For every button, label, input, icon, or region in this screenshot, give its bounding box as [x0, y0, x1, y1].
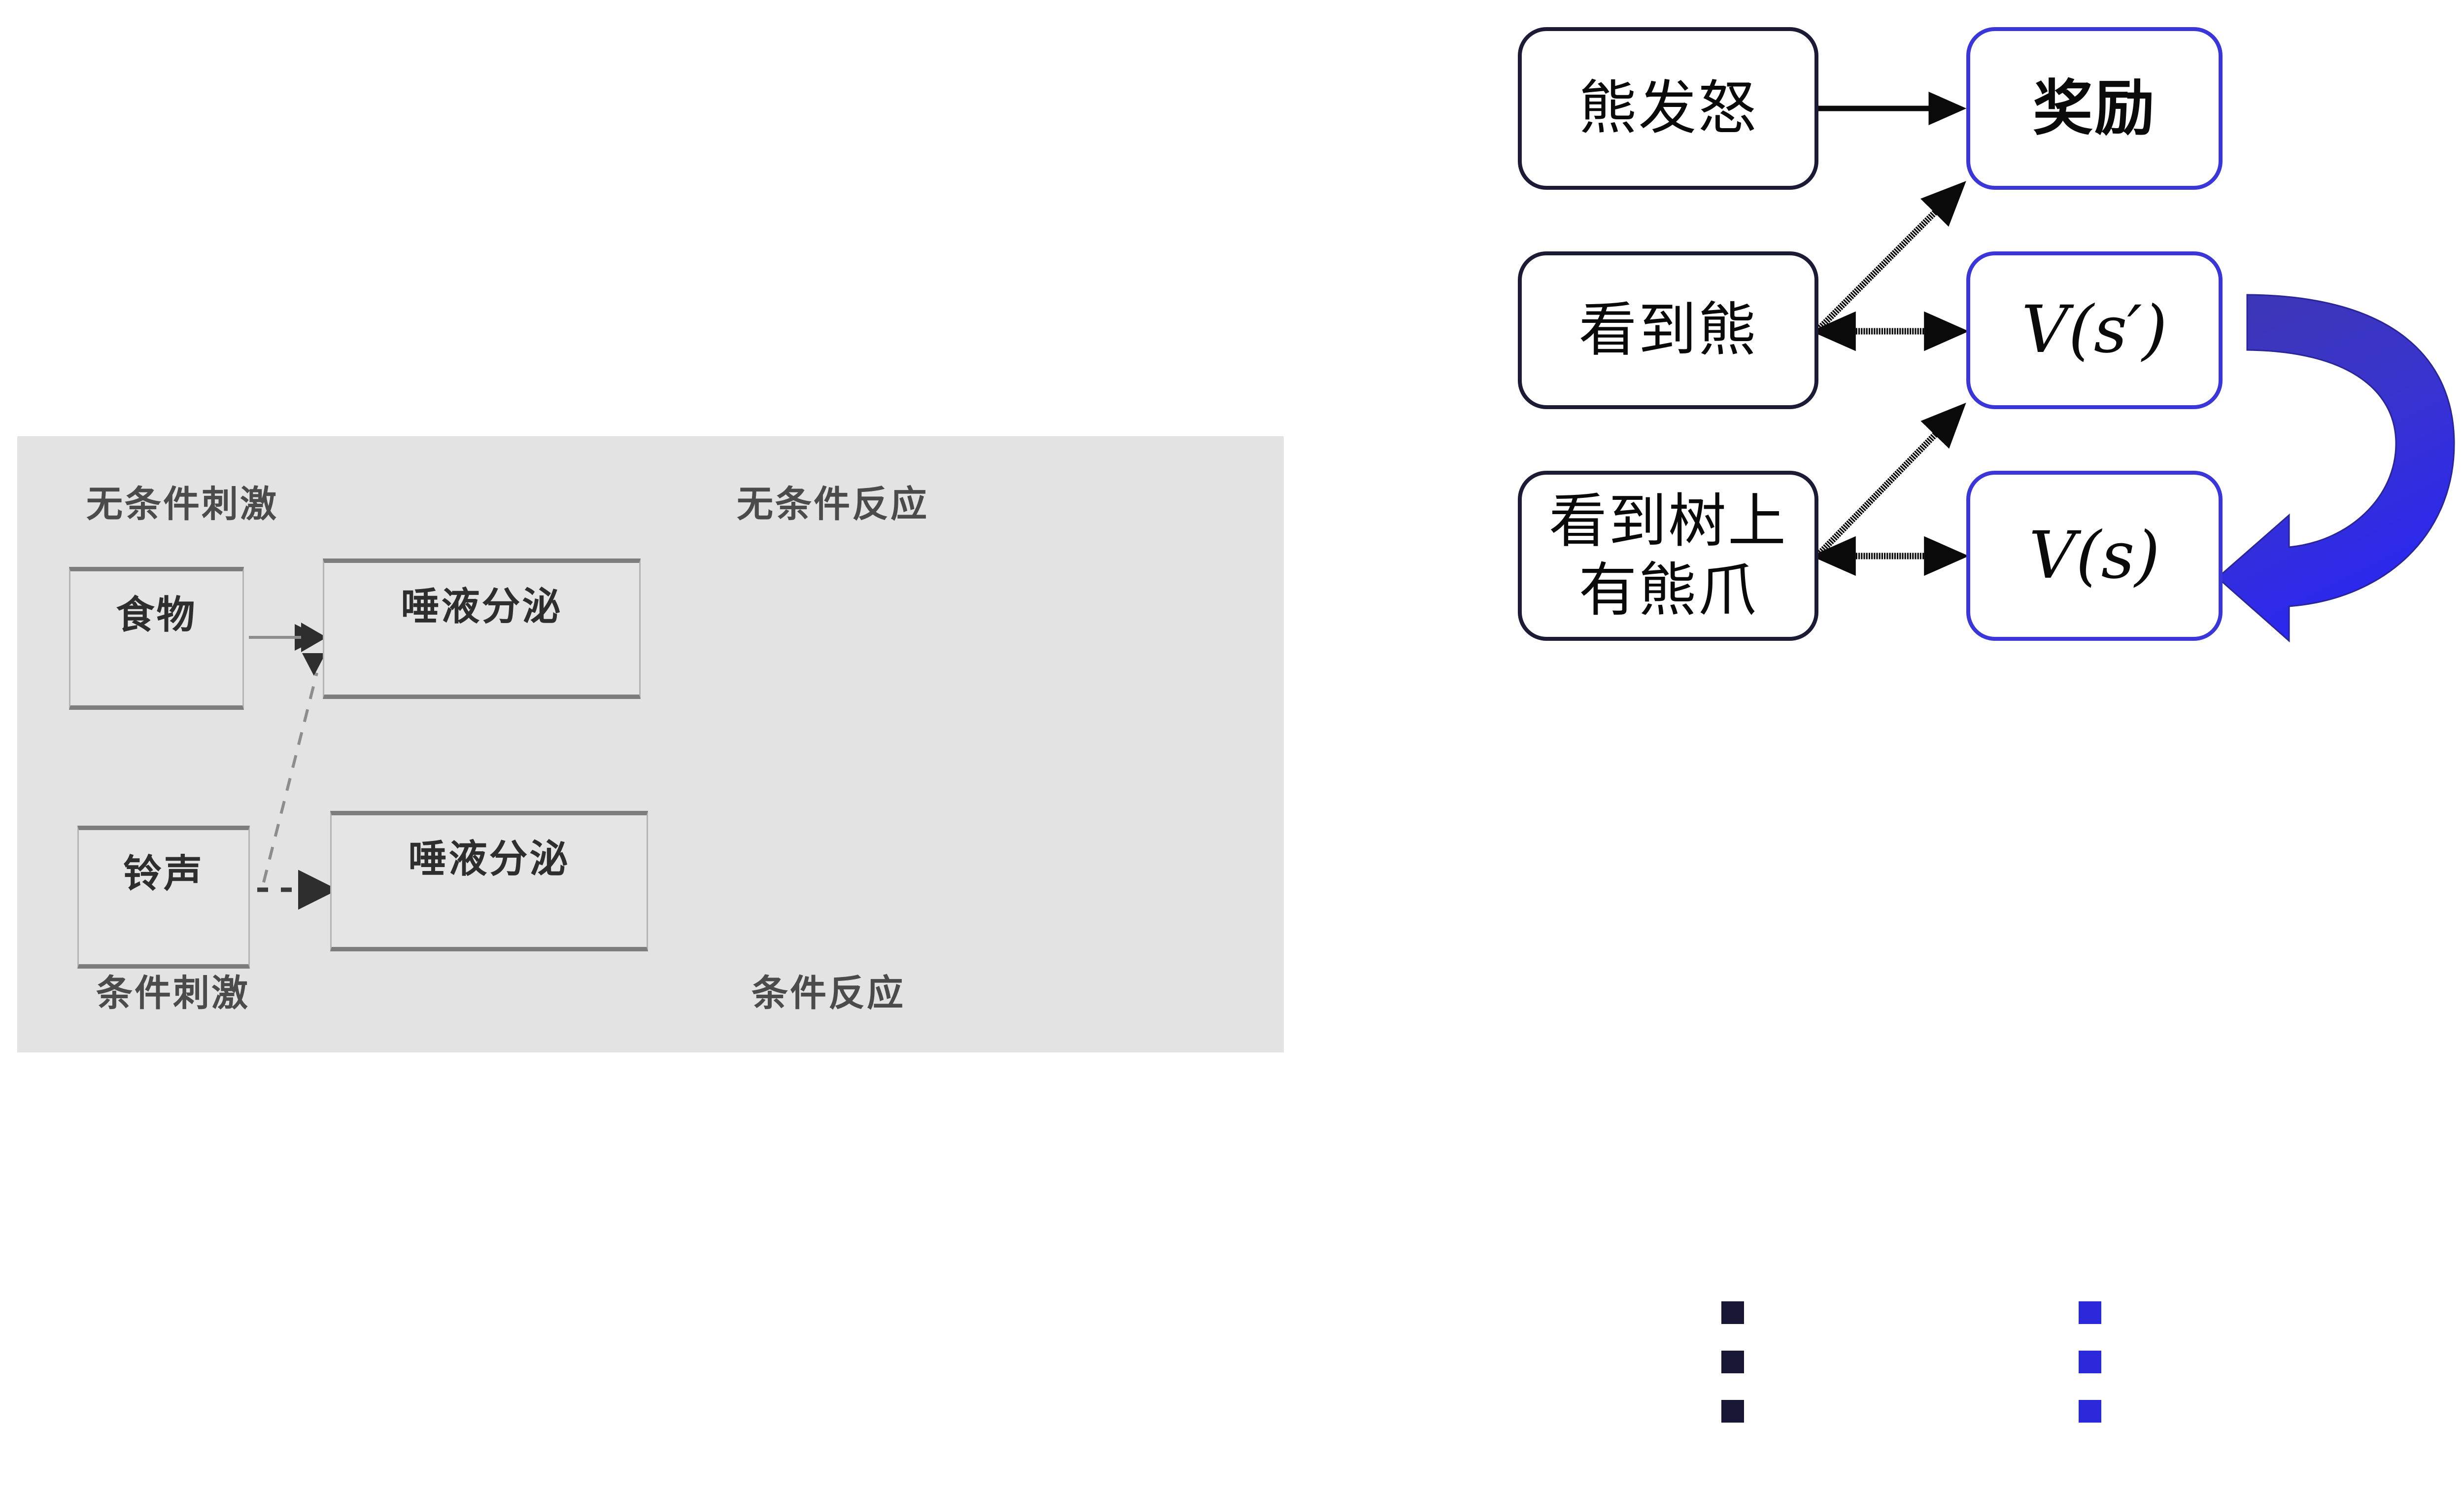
pavlov-caption-conditioned-stimulus: 条件刺激	[96, 972, 250, 1014]
pavlov-caption-unconditioned-stimulus: 无条件刺激	[86, 483, 278, 525]
td-box-v-s-prime-label: V(s′)	[2021, 292, 2168, 368]
td-box-reward-label: 奖励	[2033, 72, 2156, 144]
td-box-bear-claw-label-line2: 有熊爪	[1578, 556, 1758, 624]
pavlov-edges-svg	[249, 623, 338, 910]
pavlov-arrowhead-down	[302, 653, 326, 676]
ellipsis-dots-source-column	[1721, 1301, 1744, 1449]
pavlov-box-bell: 铃声	[77, 826, 250, 969]
td-box-bear-claw-label: 看到树上 有熊爪	[1549, 487, 1787, 624]
td-box-bear-angry[interactable]: 熊发怒	[1518, 27, 1818, 190]
ellipsis-dot	[2079, 1400, 2101, 1423]
pavlov-arrowhead-right-bottom	[308, 875, 334, 905]
pavlov-conditioning-panel: 无条件刺激 无条件反应 条件刺激 条件反应 食物 铃声 唾液分泌 唾液分泌	[17, 436, 1284, 1052]
bootstrap-loop-arrow-icon	[2216, 294, 2455, 643]
pavlov-box-food: 食物	[69, 567, 244, 710]
td-box-see-bear[interactable]: 看到熊	[1518, 251, 1818, 409]
td-box-bear-claw-label-line1: 看到树上	[1548, 487, 1787, 556]
td-box-reward[interactable]: 奖励	[1966, 27, 2223, 190]
ellipsis-dots-value-column	[2079, 1301, 2101, 1449]
pavlov-box-salivation-unconditioned: 唾液分泌	[323, 558, 641, 699]
td-box-v-s[interactable]: V(s)	[1966, 471, 2223, 641]
td-learning-panel: 熊发怒 奖励 看到熊 V(s′) 看到树上 有熊爪 V(s)	[1429, 0, 2464, 1499]
td-edges-svg	[1811, 91, 2455, 643]
pavlov-box-salivation-conditioned: 唾液分泌	[330, 811, 648, 951]
ellipsis-dot	[1721, 1400, 1744, 1423]
ellipsis-dot	[1721, 1301, 1744, 1324]
edge-bear-claw-to-v-s-prime	[1817, 402, 1966, 556]
pavlov-caption-unconditioned-response: 无条件反应	[737, 483, 929, 525]
td-box-v-s-prime[interactable]: V(s′)	[1966, 251, 2223, 409]
ellipsis-dot	[2079, 1301, 2101, 1324]
pavlov-caption-conditioned-response: 条件反应	[752, 972, 905, 1014]
td-box-bear-angry-label: 熊发怒	[1578, 74, 1758, 142]
ellipsis-dot	[2079, 1351, 2101, 1373]
td-box-v-s-label: V(s)	[2028, 517, 2160, 593]
ellipsis-dot	[1721, 1351, 1744, 1373]
pavlov-arrowhead-right-top	[301, 623, 327, 652]
td-box-see-bear-label: 看到熊	[1578, 296, 1758, 364]
td-box-bear-claw-on-tree[interactable]: 看到树上 有熊爪	[1518, 471, 1818, 641]
edge-see-bear-to-reward	[1817, 181, 1966, 330]
edge-bell-to-salivation-diagonal	[262, 672, 318, 883]
